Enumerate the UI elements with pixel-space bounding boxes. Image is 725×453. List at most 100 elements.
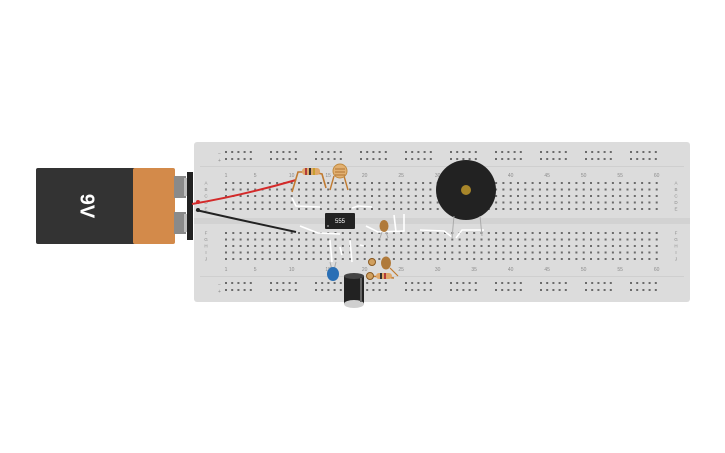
terminal-hole[interactable] <box>276 195 279 197</box>
terminal-hole[interactable] <box>232 245 235 247</box>
rail-hole[interactable] <box>558 289 561 291</box>
terminal-hole[interactable] <box>502 182 505 184</box>
terminal-hole[interactable] <box>371 238 373 241</box>
terminal-hole[interactable] <box>298 258 300 260</box>
terminal-hole[interactable] <box>327 258 330 260</box>
terminal-hole[interactable] <box>407 258 410 260</box>
rail-hole[interactable] <box>642 151 645 153</box>
terminal-hole[interactable] <box>582 195 585 197</box>
terminal-hole[interactable] <box>298 188 300 191</box>
terminal-hole[interactable] <box>655 251 658 254</box>
terminal-hole[interactable] <box>305 201 308 204</box>
capacitor-body[interactable] <box>344 276 364 304</box>
terminal-hole[interactable] <box>590 201 592 204</box>
rail-hole[interactable] <box>591 151 594 153</box>
terminal-hole[interactable] <box>305 182 308 184</box>
rail-hole[interactable] <box>333 158 336 160</box>
terminal-hole[interactable] <box>305 238 308 241</box>
terminal-hole[interactable] <box>268 208 271 210</box>
terminal-hole[interactable] <box>611 258 614 260</box>
terminal-hole[interactable] <box>502 188 505 191</box>
breadboard-holes[interactable] <box>225 151 658 291</box>
terminal-hole[interactable] <box>611 232 614 234</box>
terminal-hole[interactable] <box>502 195 505 197</box>
rail-hole[interactable] <box>597 158 600 160</box>
terminal-hole[interactable] <box>312 232 315 234</box>
terminal-hole[interactable] <box>502 208 505 210</box>
terminal-hole[interactable] <box>553 238 556 241</box>
rail-hole[interactable] <box>327 282 330 284</box>
terminal-hole[interactable] <box>407 208 410 210</box>
terminal-hole[interactable] <box>538 182 541 184</box>
rail-hole[interactable] <box>636 151 639 153</box>
terminal-hole[interactable] <box>254 238 257 241</box>
terminal-hole[interactable] <box>538 258 541 260</box>
terminal-hole[interactable] <box>604 251 607 254</box>
terminal-hole[interactable] <box>560 251 563 254</box>
terminal-hole[interactable] <box>611 245 614 247</box>
terminal-hole[interactable] <box>582 232 585 234</box>
terminal-hole[interactable] <box>225 258 227 260</box>
rail-hole[interactable] <box>366 151 369 153</box>
terminal-hole[interactable] <box>546 232 549 234</box>
rail-hole[interactable] <box>405 289 407 291</box>
rail-hole[interactable] <box>282 289 285 291</box>
rail-hole[interactable] <box>243 289 246 291</box>
terminal-hole[interactable] <box>312 195 315 197</box>
terminal-hole[interactable] <box>473 245 476 247</box>
rail-hole[interactable] <box>501 282 504 284</box>
terminal-hole[interactable] <box>268 188 271 191</box>
terminal-hole[interactable] <box>524 182 527 184</box>
terminal-hole[interactable] <box>319 201 322 204</box>
rail-hole[interactable] <box>231 151 234 153</box>
terminal-hole[interactable] <box>276 188 279 191</box>
terminal-hole[interactable] <box>626 201 629 204</box>
terminal-hole[interactable] <box>290 201 293 204</box>
rail-hole[interactable] <box>474 289 477 291</box>
terminal-hole[interactable] <box>619 195 622 197</box>
terminal-hole[interactable] <box>641 245 644 247</box>
terminal-hole[interactable] <box>473 258 476 260</box>
terminal-hole[interactable] <box>619 251 622 254</box>
terminal-hole[interactable] <box>429 188 432 191</box>
rail-hole[interactable] <box>540 289 542 291</box>
terminal-hole[interactable] <box>575 245 578 247</box>
terminal-hole[interactable] <box>327 238 330 241</box>
terminal-nodes[interactable] <box>366 258 376 280</box>
terminal-hole[interactable] <box>648 188 651 191</box>
rail-hole[interactable] <box>384 158 387 160</box>
rail-hole[interactable] <box>333 289 336 291</box>
rail-hole[interactable] <box>591 289 594 291</box>
jumper-wire[interactable] <box>455 229 484 239</box>
terminal-hole[interactable] <box>436 258 439 260</box>
terminal-hole[interactable] <box>239 258 242 260</box>
terminal-hole[interactable] <box>312 188 315 191</box>
rail-hole[interactable] <box>276 289 279 291</box>
terminal-hole[interactable] <box>290 251 293 254</box>
terminal-hole[interactable] <box>225 238 227 241</box>
terminal-hole[interactable] <box>531 245 534 247</box>
rail-hole[interactable] <box>225 158 227 160</box>
terminal-hole[interactable] <box>298 238 300 241</box>
terminal-hole[interactable] <box>648 245 651 247</box>
rail-hole[interactable] <box>540 151 542 153</box>
capacitor-small-bottom[interactable] <box>381 256 399 277</box>
terminal-hole[interactable] <box>422 245 425 247</box>
battery-terminal-negative[interactable] <box>174 212 186 234</box>
terminal-hole[interactable] <box>276 245 279 247</box>
terminal-hole[interactable] <box>254 188 257 191</box>
terminal-hole[interactable] <box>582 245 585 247</box>
terminal-hole[interactable] <box>276 208 279 210</box>
terminal-hole[interactable] <box>334 201 337 204</box>
terminal-hole[interactable] <box>363 232 366 234</box>
terminal-hole[interactable] <box>582 188 585 191</box>
terminal-hole[interactable] <box>349 232 352 234</box>
terminal-hole[interactable] <box>590 182 592 184</box>
rail-hole[interactable] <box>429 158 432 160</box>
terminal-hole[interactable] <box>626 182 629 184</box>
rail-hole[interactable] <box>654 282 657 284</box>
terminal-hole[interactable] <box>641 258 644 260</box>
terminal-hole[interactable] <box>648 182 651 184</box>
terminal-hole[interactable] <box>538 195 541 197</box>
terminal-hole[interactable] <box>597 258 600 260</box>
